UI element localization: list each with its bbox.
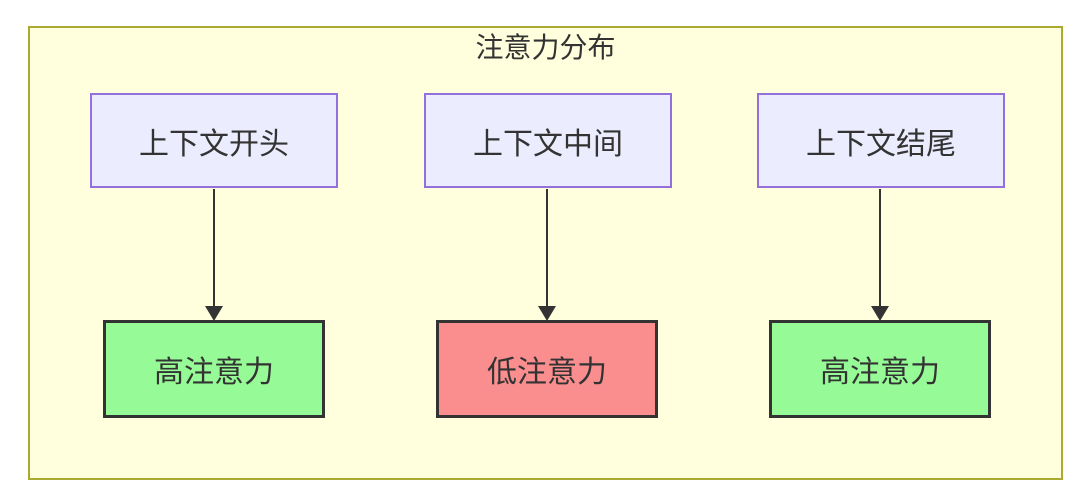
node-high-attention-1: 高注意力	[103, 320, 325, 418]
cluster-title: 注意力分布	[475, 32, 616, 63]
arrow-middle-to-low-icon	[538, 189, 556, 321]
node-high-attention-1-label: 高注意力	[154, 356, 274, 389]
arrow-end-to-high-icon	[871, 189, 889, 321]
arrow-start-to-high-icon	[205, 189, 223, 321]
node-context-middle-label: 上下文中间	[473, 127, 623, 161]
node-context-middle: 上下文中间	[424, 93, 672, 188]
node-context-start: 上下文开头	[90, 93, 338, 188]
node-low-attention-label: 低注意力	[487, 356, 607, 389]
node-context-end-label: 上下文结尾	[806, 127, 956, 161]
node-high-attention-2: 高注意力	[769, 320, 991, 418]
node-low-attention: 低注意力	[436, 320, 658, 418]
node-context-end: 上下文结尾	[757, 93, 1005, 188]
node-high-attention-2-label: 高注意力	[820, 356, 940, 389]
node-context-start-label: 上下文开头	[139, 127, 289, 161]
